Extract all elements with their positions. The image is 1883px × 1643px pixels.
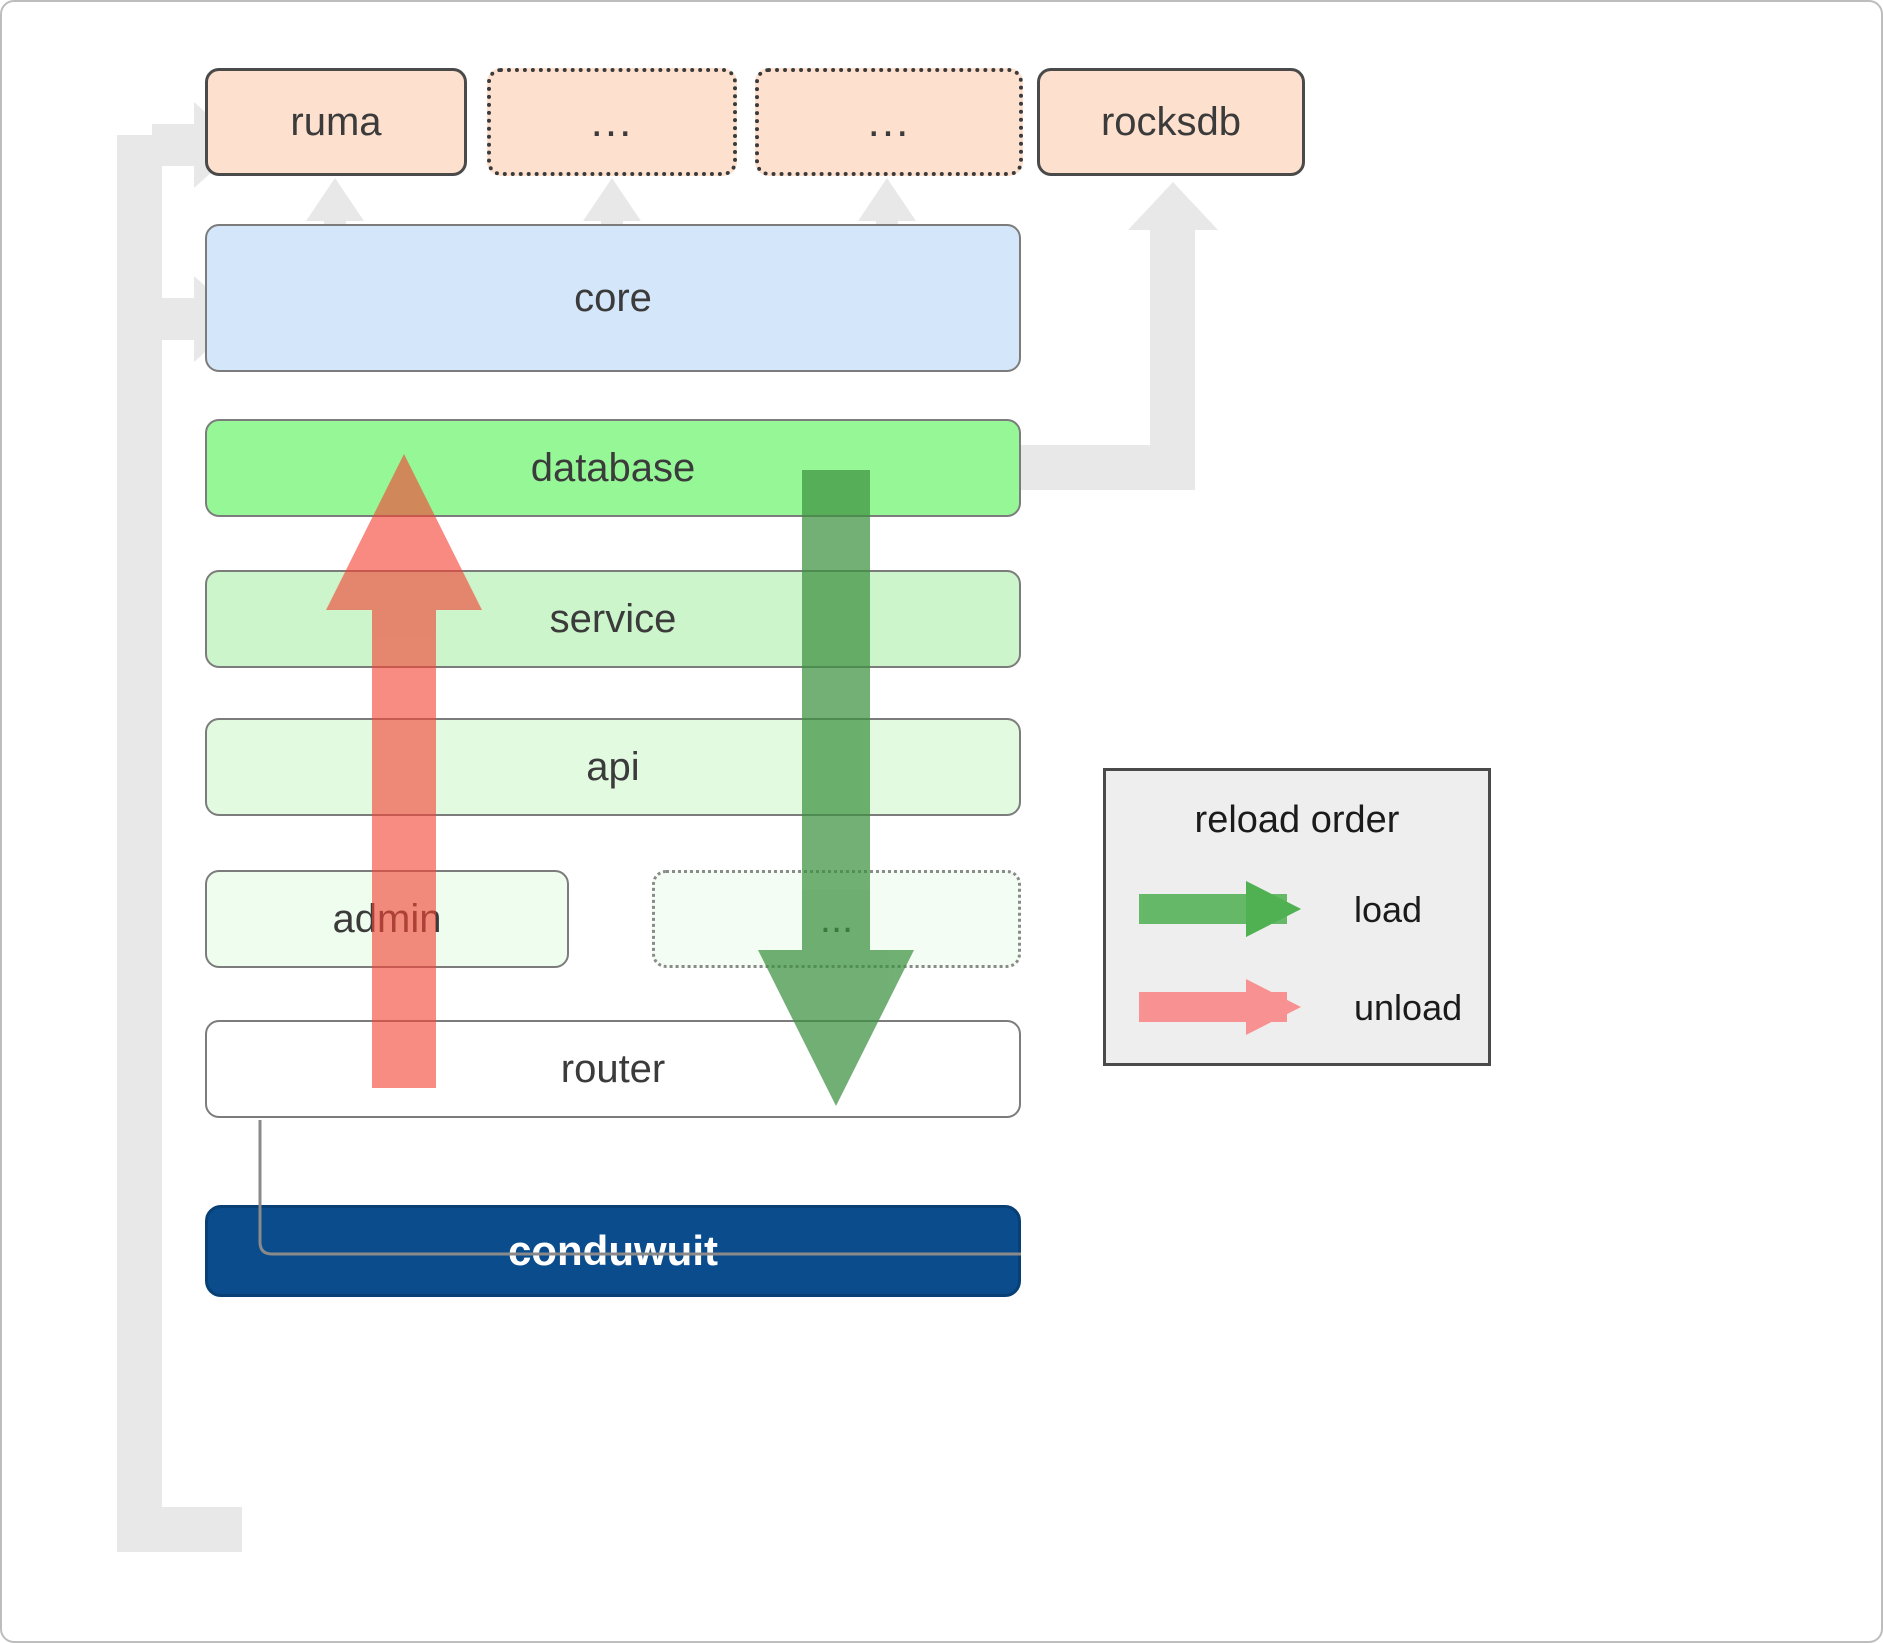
legend-row-load: load [1106, 869, 1488, 949]
legend-reload-order: reload order load unload [1103, 768, 1491, 1066]
legend-unload-arrow-icon [1139, 979, 1301, 1035]
legend-title: reload order [1194, 799, 1400, 841]
legend-row-unload: unload [1106, 967, 1488, 1047]
legend-load-arrow-icon [1139, 881, 1301, 937]
load-arrow [758, 470, 914, 1106]
legend-load-label: load [1354, 889, 1423, 930]
dependency-ellipsis-2[interactable]: ... [755, 68, 1023, 176]
unload-arrow [326, 454, 482, 1088]
layer-core[interactable]: core [205, 224, 1021, 372]
layer-api[interactable]: api [205, 718, 1021, 816]
legend-unload-label: unload [1354, 987, 1463, 1028]
